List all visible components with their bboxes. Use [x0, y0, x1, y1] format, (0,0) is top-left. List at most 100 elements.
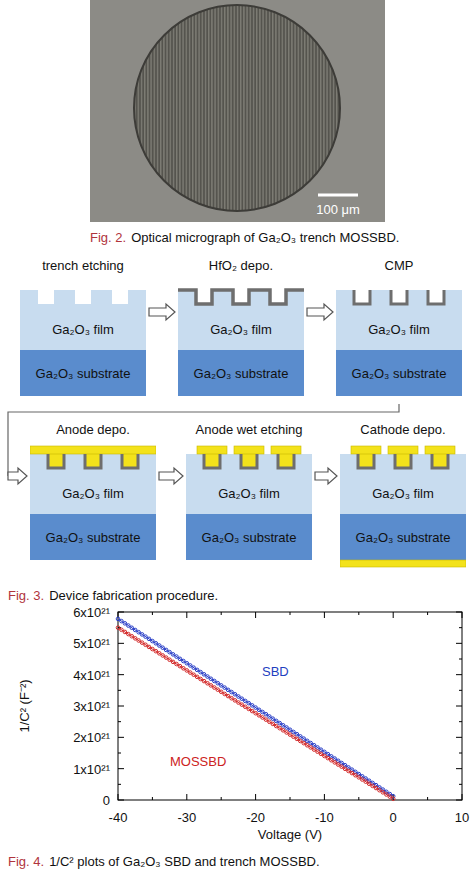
figure-caption: Optical micrograph of Ga₂O₃ trench MOSSB…	[131, 230, 399, 245]
data-point	[140, 633, 144, 637]
data-point	[271, 722, 275, 726]
label-holder: Fig. 2.	[90, 228, 126, 246]
axis-tick-label: 5x10²¹	[73, 636, 110, 651]
data-point	[264, 718, 268, 722]
data-point	[316, 746, 320, 750]
axis-tick-label: -20	[246, 810, 265, 825]
step-label: Cathode depo.	[360, 422, 445, 437]
data-point	[209, 677, 213, 681]
hfo2-liner	[358, 454, 374, 468]
label-holder: MOSSBD	[170, 752, 226, 770]
data-point	[144, 643, 148, 647]
axis-tick	[152, 797, 153, 800]
data-point	[168, 650, 172, 654]
data-point	[182, 666, 186, 670]
axis-tick-label: 0	[103, 793, 110, 808]
film-layer: Ga₂O₃ film	[20, 290, 146, 350]
step-label-row: Anode wet etching	[186, 420, 312, 438]
data-point	[202, 673, 206, 677]
data-point	[226, 688, 230, 692]
data-point	[302, 737, 306, 741]
data-point	[250, 709, 254, 713]
data-point	[127, 624, 131, 628]
layer-label-row: Ga₂O₃ substrate	[336, 364, 462, 382]
anode-fill	[395, 454, 411, 468]
process-step: Cathode depo. Ga₂O₃ filmGa₂O₃ substrate	[340, 420, 466, 568]
data-point	[312, 748, 316, 752]
anode-fill	[122, 454, 138, 468]
scale-bar	[318, 194, 358, 197]
data-point	[137, 639, 141, 643]
axis-tick	[456, 706, 462, 707]
data-point	[199, 677, 203, 681]
figure-caption: Device fabrication procedure.	[49, 588, 218, 603]
axis-title: Voltage (V)	[258, 827, 322, 842]
layer-label: Ga₂O₃ film	[218, 486, 280, 501]
data-point	[261, 716, 265, 720]
data-point	[360, 778, 364, 782]
anode-fill	[48, 454, 64, 468]
layer-label-row: Ga₂O₃ film	[30, 484, 156, 502]
layer-label: Ga₂O₃ film	[210, 322, 272, 337]
substrate-layer: Ga₂O₃ substrate	[340, 514, 466, 560]
data-point	[127, 632, 131, 636]
data-point	[188, 664, 192, 668]
scale-bar-label: 100 μm	[316, 202, 360, 217]
anode-pad	[271, 446, 301, 454]
data-point	[343, 767, 347, 771]
axis-tick	[459, 627, 462, 628]
data-point	[299, 739, 303, 743]
data-point	[219, 684, 223, 688]
sbd-data-line	[118, 619, 393, 796]
axis-tick-label: -40	[109, 810, 128, 825]
label-holder: 1/C² plots of Ga₂O₃ SBD and trench MOSSB…	[49, 852, 319, 870]
layer-label-row: Ga₂O₃ film	[178, 320, 304, 338]
data-point	[240, 697, 244, 701]
film-outline	[20, 290, 146, 350]
substrate-layer: Ga₂O₃ substrate	[30, 514, 156, 560]
hfo2-liner	[354, 290, 370, 304]
data-point	[178, 664, 182, 668]
hfo2-liner	[48, 454, 64, 468]
data-point	[133, 637, 137, 641]
data-point	[147, 637, 151, 641]
label-holder: 1/C² (F⁻²)	[15, 679, 33, 732]
data-point	[151, 647, 155, 651]
data-point	[347, 769, 351, 773]
data-point	[374, 786, 378, 790]
data-point	[319, 752, 323, 756]
plot-frame	[118, 612, 462, 800]
axis-tick	[118, 794, 119, 800]
data-point	[216, 688, 220, 692]
label-holder: -20	[246, 808, 265, 826]
layer-label: Ga₂O₃ film	[372, 486, 434, 501]
layer-label-row: Ga₂O₃ substrate	[186, 528, 312, 546]
label-holder: 3x10²¹	[73, 697, 110, 715]
data-point	[268, 720, 272, 724]
axis-tick	[459, 784, 462, 785]
data-point	[309, 746, 313, 750]
data-point	[233, 699, 237, 703]
data-point	[130, 634, 134, 638]
series-label: SBD	[262, 664, 289, 679]
axis-tick-label: 4x10²¹	[73, 668, 110, 683]
data-point	[250, 704, 254, 708]
layer-label: Ga₂O₃ substrate	[202, 530, 297, 545]
data-point	[133, 628, 137, 632]
label-holder: 2x10²¹	[73, 728, 110, 746]
data-point	[151, 639, 155, 643]
axis-tick-label: -10	[315, 810, 334, 825]
data-point	[188, 671, 192, 675]
axis-tick	[118, 643, 124, 644]
data-point	[247, 707, 251, 711]
label-holder: Device fabrication procedure.	[49, 586, 218, 604]
label-holder: 6x10²¹	[73, 603, 110, 621]
data-point	[171, 660, 175, 664]
anode-pad	[234, 446, 264, 454]
axis-tick	[456, 737, 462, 738]
data-point	[240, 703, 244, 707]
data-point	[147, 645, 151, 649]
data-point	[254, 706, 258, 710]
data-point	[154, 649, 158, 653]
data-point	[288, 728, 292, 732]
